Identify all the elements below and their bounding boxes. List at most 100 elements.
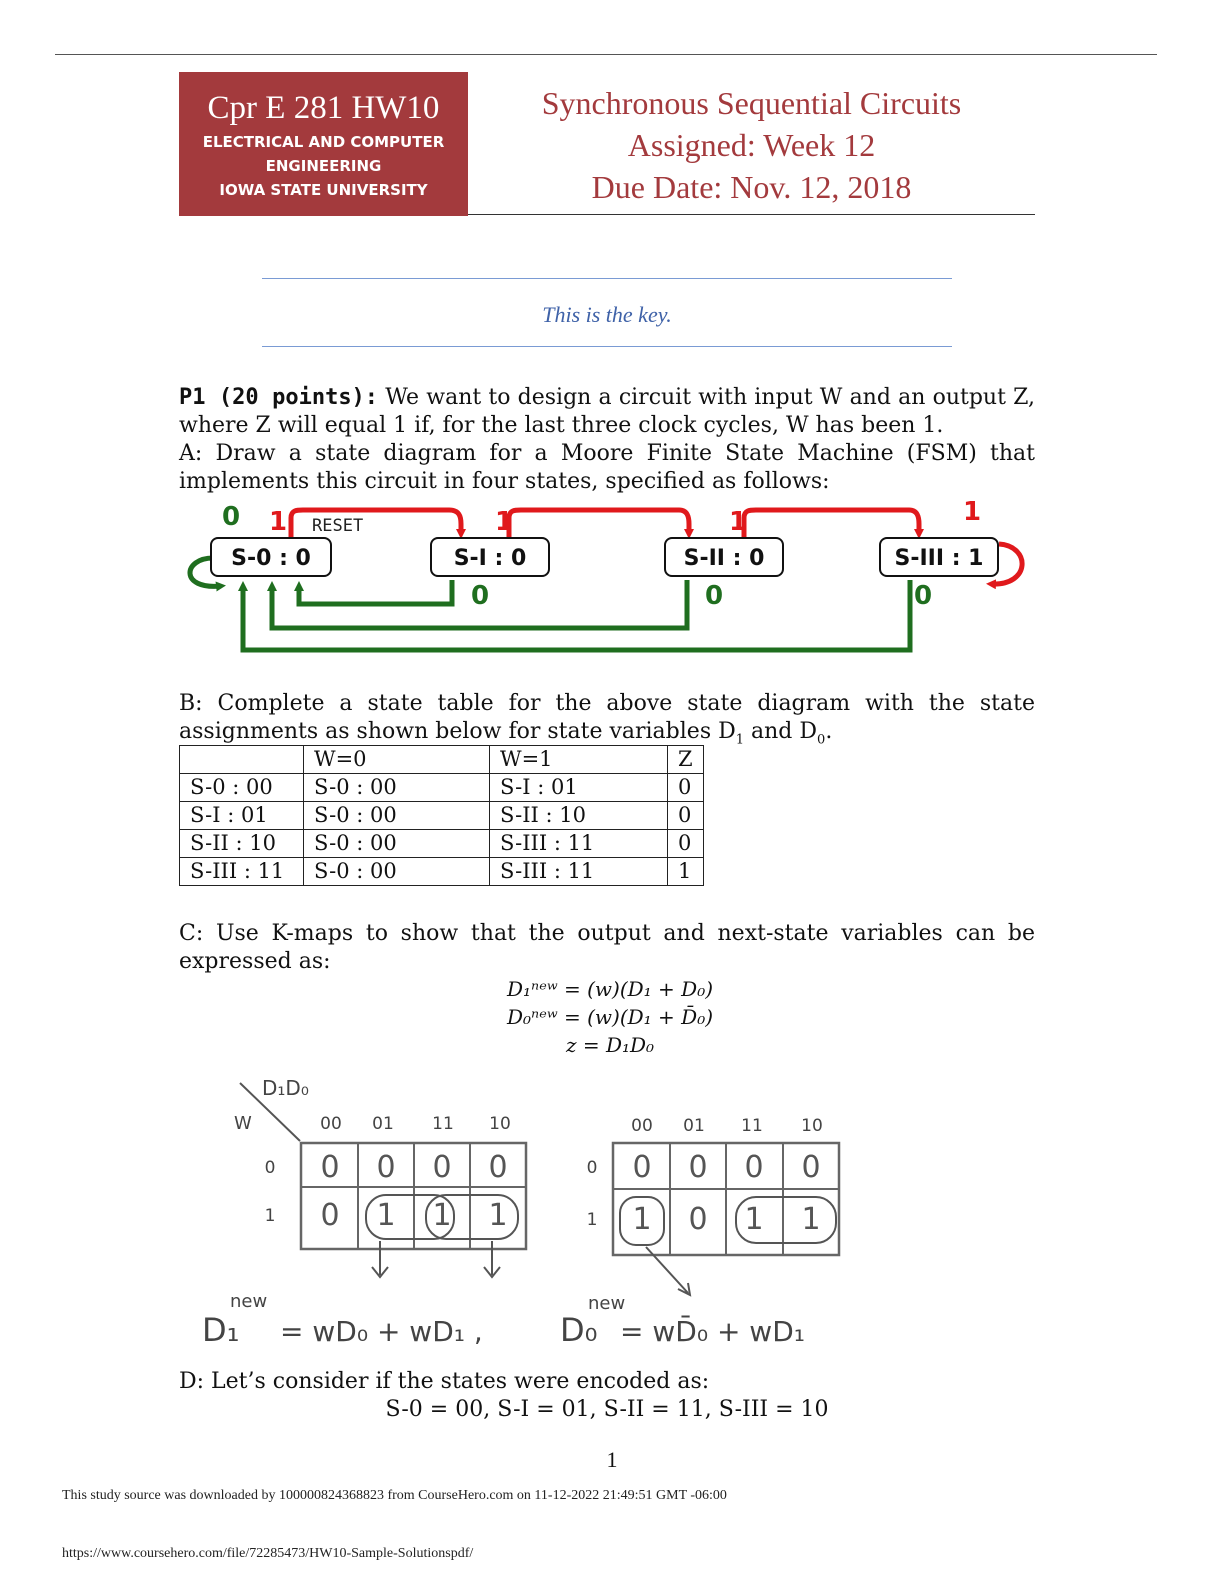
state-label-sii: S-II : 0: [684, 546, 765, 571]
table-row: S-II : 10 S-0 : 00 S-III : 11 0: [179, 829, 704, 858]
kmap2-col: 10: [801, 1116, 823, 1136]
edge-sii-to-s0: [267, 580, 690, 631]
kmap2-result-lhs: D₀: [560, 1311, 597, 1349]
p1-text: We want to design a circuit with input W…: [179, 385, 1035, 438]
state-label-si: S-I : 0: [454, 546, 527, 571]
kmap1-cell: 0: [432, 1150, 451, 1185]
kmap1-result-sup: new: [230, 1291, 267, 1312]
kmap1-corner-left: W: [234, 1113, 252, 1134]
kmap1-col: 01: [372, 1114, 394, 1134]
p1-statement: P1 (20 points): We want to design a circ…: [179, 384, 1035, 440]
kmap2-result-sup: new: [588, 1293, 625, 1314]
top-rule: [55, 54, 1157, 55]
kmap1-row: 0: [265, 1158, 276, 1178]
table-cell: 0: [667, 773, 704, 802]
part-b-end: .: [825, 719, 833, 744]
kmap1-result-lhs: D₁: [202, 1311, 239, 1349]
edge-s0-self: [187, 555, 226, 592]
kmap1-corner-top: D₁D₀: [262, 1076, 309, 1100]
table-header-cell: Z: [667, 745, 704, 774]
edge-si-to-s0: [294, 580, 455, 607]
part-b-sub1: 1: [735, 732, 745, 748]
key-bottom-rule: [262, 346, 952, 347]
kmap2-cell: 0: [632, 1150, 651, 1185]
key-top-rule: [262, 278, 952, 279]
kmap1-col: 11: [432, 1114, 454, 1134]
label-siii-self-1: 1: [963, 498, 981, 527]
label-sii-to-s0-0: 0: [705, 581, 723, 611]
kmap1-cell: 0: [320, 1198, 339, 1233]
kmap2-cell: 1: [632, 1202, 651, 1237]
part-d-encoding: S-0 = 00, S-I = 01, S-II = 11, S-III = 1…: [385, 1397, 829, 1422]
state-label-siii: S-III : 1: [895, 546, 984, 571]
kmap2-row: 1: [587, 1210, 598, 1230]
table-cell: S-0 : 00: [303, 857, 490, 886]
header-rule: [468, 214, 1035, 215]
table-row: S-III : 11 S-0 : 00 S-III : 11 1: [179, 857, 704, 886]
label-si-to-s0-0: 0: [471, 581, 489, 611]
kmap2-col: 00: [631, 1116, 653, 1136]
table-cell: S-0 : 00: [303, 801, 490, 830]
dept-line-1: ELECTRICAL AND COMPUTER: [202, 133, 445, 151]
label-s0-self-0: 0: [222, 502, 240, 532]
download-source-note: This study source was downloaded by 1000…: [62, 1488, 727, 1503]
edge-si-to-sii: [506, 507, 694, 539]
table-cell: S-0 : 00: [179, 773, 304, 802]
kmap2-cell: 0: [744, 1150, 763, 1185]
p1-heading: P1 (20 points):: [179, 385, 379, 410]
dept-line-2: ENGINEERING: [265, 157, 382, 175]
key-note: This is the key.: [542, 302, 672, 327]
table-header-cell: [179, 745, 304, 774]
edge-s0-to-si: [288, 507, 466, 539]
part-b-sub0: 0: [817, 732, 826, 748]
part-b-text: B: Complete a state table for the above …: [179, 690, 1035, 754]
kmap1-col: 10: [489, 1114, 511, 1134]
table-cell: S-I : 01: [179, 801, 304, 830]
kmap2-row: 0: [587, 1158, 598, 1178]
part-b-and: and D: [744, 719, 818, 744]
edge-sii-to-siii: [741, 507, 924, 539]
part-c-text: C: Use K-maps to show that the output an…: [179, 921, 1035, 974]
state-box-siii: [879, 537, 999, 577]
kmap2-col: 01: [683, 1116, 705, 1136]
table-cell: S-I : 01: [489, 773, 668, 802]
equation-z: z = D₁D₀: [565, 1033, 655, 1057]
state-box-sii: [664, 537, 784, 577]
kmap2-cell: 0: [688, 1202, 707, 1237]
kmap2-col: 11: [741, 1116, 763, 1136]
part-d-text: D: Let’s consider if the states were enc…: [179, 1369, 710, 1394]
label-s0-to-si-1: 1: [269, 507, 287, 537]
table-cell: S-II : 10: [489, 801, 668, 830]
page-number: 1: [606, 1447, 618, 1472]
state-box-si: [430, 537, 550, 577]
state-table: W=0 W=1 Z S-0 : 00 S-0 : 00 S-I : 01 0 S…: [179, 745, 704, 886]
label-siii-to-s0-0: 0: [914, 581, 932, 611]
kmap1-cell: 0: [488, 1150, 507, 1185]
university-name: IOWA STATE UNIVERSITY: [219, 181, 428, 199]
source-url[interactable]: https://www.coursehero.com/file/72285473…: [62, 1546, 474, 1561]
label-si-to-sii-1: 1: [495, 507, 513, 537]
table-cell: S-II : 10: [179, 829, 304, 858]
table-cell: 0: [667, 829, 704, 858]
assigned-week: Assigned: Week 12: [627, 127, 876, 163]
course-title: Cpr E 281 HW10: [207, 90, 440, 126]
table-cell: S-0 : 00: [303, 773, 490, 802]
kmap1-col: 00: [320, 1114, 342, 1134]
kmap1-cell: 1: [432, 1198, 451, 1233]
kmap1-cell: 1: [488, 1198, 507, 1233]
equations: D₁ⁿᵉʷ = (w)(D₁ + D₀) D₀ⁿᵉʷ = (w)(D₁ + D̄…: [440, 975, 780, 1059]
kmap1-cell: 0: [376, 1150, 395, 1185]
table-cell: S-0 : 00: [303, 829, 490, 858]
kmap1-cell: 0: [320, 1150, 339, 1185]
part-a-text: A: Draw a state diagram for a Moore Fini…: [179, 441, 1035, 494]
table-header-row: W=0 W=1 Z: [179, 745, 704, 774]
table-cell: 1: [667, 857, 704, 886]
table-cell: S-III : 11: [179, 857, 304, 886]
kmap2-cell: 0: [801, 1150, 820, 1185]
table-header-cell: W=1: [489, 745, 668, 774]
label-sii-to-siii-1: 1: [729, 507, 747, 537]
table-cell: S-III : 11: [489, 857, 668, 886]
table-cell: 0: [667, 801, 704, 830]
state-label-s0: S-0 : 0: [231, 546, 311, 571]
edge-siii-self: [986, 541, 1025, 590]
